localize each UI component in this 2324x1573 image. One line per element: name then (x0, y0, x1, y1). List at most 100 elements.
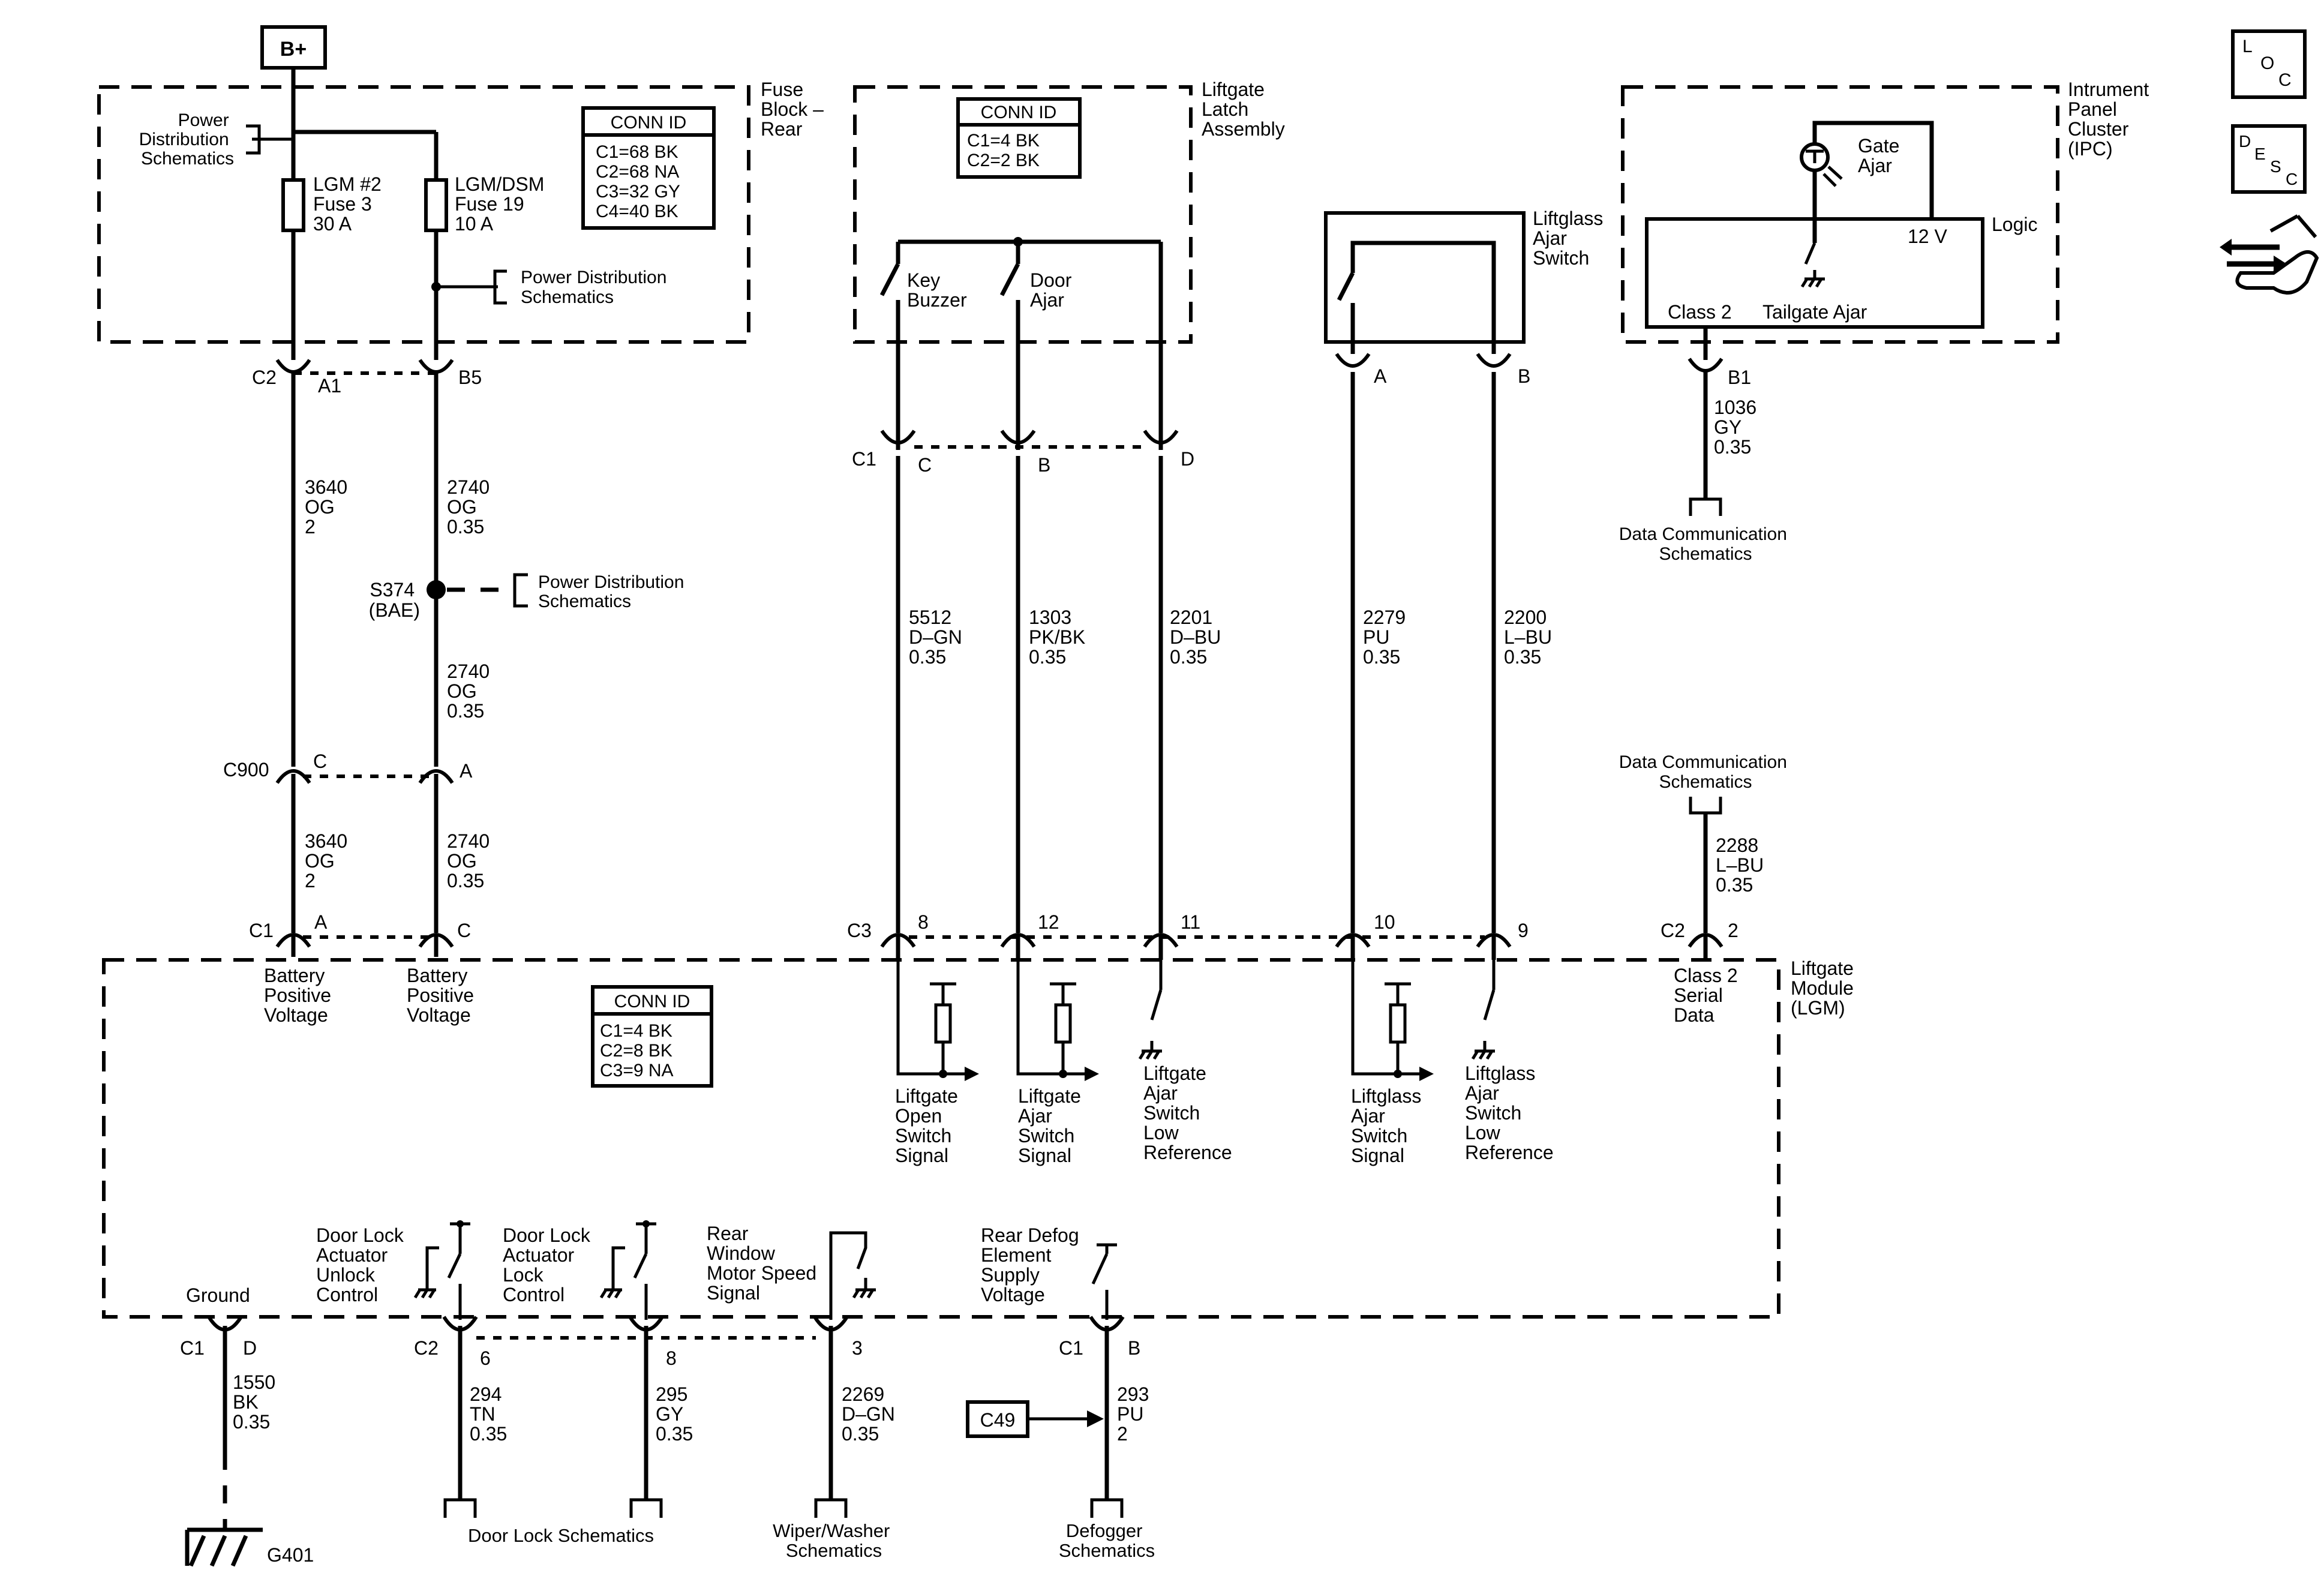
lgm-c1-label: C1 (249, 920, 274, 941)
ipc-title: Intrument Panel Cluster (IPC) (2068, 79, 2154, 160)
fuse-3-label: LGM #2 Fuse 3 30 A (313, 173, 387, 235)
latch-conn-id: CONN ID C1=4 BK C2=2 BK (956, 97, 1082, 179)
lgm-c2-label: C2 (1661, 920, 1685, 941)
svg-text:S: S (2270, 157, 2281, 176)
loc-icon[interactable]: L O C (2231, 29, 2307, 99)
c49-arrow-icon (1087, 1410, 1104, 1427)
wire-2201: 2201 D–BU 0.35 (1170, 607, 1226, 668)
ipc-12v-label: 12 V (1908, 226, 1947, 247)
defog-switch-symbol (1091, 1243, 1117, 1320)
wire-2740-a: 2740 OG 0.35 (447, 476, 495, 538)
fuse-block-rear: Fuse Block – Rear Power Distribution Sch… (97, 79, 824, 360)
wire-1550: 1550 BK 0.35 (233, 1371, 281, 1433)
svg-text:O: O (2260, 53, 2274, 73)
bplus-label: B+ (280, 38, 307, 61)
power-dist-right-label: Power Distribution Schematics (521, 268, 672, 307)
liftgate-ajar-signal-label: Liftgate Ajar Switch Signal (1018, 1085, 1086, 1166)
ground-label: Ground (186, 1284, 250, 1306)
wire-2740-b: 2740 OG 0.35 (447, 661, 495, 722)
liftgate-open-input (896, 960, 979, 1081)
upper-left-circuit: C2 A1 B5 3640 OG 2 2740 OG 0.35 S374 (BA… (223, 359, 689, 957)
conn-c2-label: C2 (252, 367, 277, 388)
c900-label: C900 (223, 759, 269, 781)
bplus-terminal: B+ (260, 25, 327, 87)
latch-title: Liftgate Latch Assembly (1202, 79, 1285, 140)
wire-3640-a: 3640 OG 2 (305, 476, 353, 538)
lgm-c3-pin-8: 8 (918, 911, 929, 933)
lgm-title: Liftgate Module (LGM) (1791, 957, 1859, 1019)
splice-power-dist-label: Power Distribution Schematics (538, 572, 689, 611)
lgm-c1-pin-a: A (314, 911, 328, 933)
splice-s374-dot (427, 580, 446, 599)
ipc-tailgate-label: Tailgate Ajar (1762, 301, 1867, 323)
desc-icon[interactable]: D E S C (2231, 124, 2307, 194)
latch-wires: 5512 D–GN 0.35 1303 PK/BK 0.35 2201 D–BU… (896, 372, 1552, 933)
svg-text:CONN ID: CONN ID (611, 113, 687, 133)
svg-text:C1=4 BK C2=2 BK: C1=4 BK C2=2 BK (967, 131, 1044, 170)
ipc-logic-label: Logic (1992, 214, 2038, 235)
svg-text:C1=68 BK C2=68 NA: C1=68 BK C2=68 NA C3=32 GY C4=40 BK (596, 142, 685, 221)
wire-3640-b: 3640 OG 2 (305, 830, 353, 891)
unlock-control-label: Door Lock Actuator Unlock Control (316, 1224, 409, 1305)
svg-text:C1=4 BK C2=8 BK: C1=4 BK C2=8 BK C3=9 NA (600, 1021, 677, 1080)
key-buzzer-switch (879, 263, 900, 296)
liftgate-open-signal-label: Liftgate Open Switch Signal (895, 1085, 963, 1166)
lgm-bottom-c1: C1 (180, 1337, 205, 1359)
c900-pin-a: A (460, 760, 473, 782)
lgm-c3-pin-12: 12 (1038, 911, 1059, 933)
latch-c1-label: C1 (852, 448, 876, 470)
liftglass-low-ref (1471, 960, 1496, 1060)
liftgate-module: Liftgate Module (LGM) CONN ID C1=4 BK C2… (102, 957, 1859, 1320)
latch-pin-b: B (1038, 454, 1050, 476)
g401-ground-icon (185, 1527, 263, 1567)
wiper-schematics-label: Wiper/Washer Schematics (773, 1520, 895, 1561)
lgm-bottom-c2: C2 (414, 1337, 439, 1359)
g401-label: G401 (267, 1544, 314, 1566)
wire-2288: 2288 L–BU 0.35 (1716, 834, 1769, 896)
ipc-datacomm-label: Data Communication Schematics (1619, 524, 1792, 564)
pin-b5-label: B5 (458, 367, 482, 388)
wire-294: 294 TN 0.35 (470, 1383, 507, 1445)
lgm-c2-pin-2: 2 (1728, 920, 1739, 941)
lgm-bottom-pin-b: B (1128, 1337, 1140, 1359)
c49-label: C49 (980, 1409, 1016, 1431)
liftglass-ajar-input (1351, 960, 1434, 1081)
defog-supply-label: Rear Defog Element Supply Voltage (981, 1224, 1085, 1305)
wire-5512: 5512 D–GN 0.35 (909, 607, 968, 668)
wire-295: 295 GY 0.35 (656, 1383, 693, 1445)
fuse-3-symbol (281, 178, 305, 232)
datacomm-mid-label: Data Communication Schematics (1619, 752, 1792, 792)
fuse-19-label: LGM/DSM Fuse 19 10 A (455, 173, 550, 235)
c900-pin-c: C (313, 751, 327, 772)
liftglass-pin-a: A (1374, 365, 1387, 387)
fuse-19-symbol (424, 178, 448, 232)
ipc-class2-label: Class 2 (1668, 301, 1732, 323)
key-buzzer-label: Key Buzzer (907, 269, 967, 311)
gate-ajar-label: Gate Ajar (1858, 135, 1905, 176)
fuse-block-conn-id: CONN ID C1=68 BK C2=68 NA C3=32 GY C4=40… (581, 106, 716, 230)
lgm-bottom-pin-d: D (243, 1337, 257, 1359)
svg-text:CONN ID: CONN ID (981, 103, 1057, 122)
wire-2269: 2269 D–GN 0.35 (842, 1383, 900, 1445)
wire-1036: 1036 GY 0.35 (1714, 397, 1762, 458)
lgm-bottom-pin-3: 3 (852, 1337, 863, 1359)
latch-pin-d: D (1181, 448, 1194, 470)
lgm-bottom-pin-8: 8 (666, 1347, 677, 1369)
svg-text:C: C (2278, 70, 2292, 90)
lgm-bottom-pin-6: 6 (480, 1347, 491, 1369)
lgm-top-connectors: C3 8 12 11 10 9 C2 2 (847, 911, 1739, 960)
battery-voltage-2: Battery Positive Voltage (407, 965, 479, 1026)
door-ajar-label: Door Ajar (1030, 269, 1077, 311)
defogger-schematics-label: Defogger Schematics (1059, 1520, 1155, 1561)
door-ajar-switch (999, 263, 1020, 296)
hand-arrows-icon[interactable] (2220, 214, 2319, 295)
tailgate-ground-icon (1800, 270, 1825, 288)
lgm-bottom-c1b: C1 (1059, 1337, 1083, 1359)
lgm-c3-pin-9: 9 (1518, 920, 1529, 941)
svg-text:CONN ID: CONN ID (614, 992, 690, 1011)
instrument-panel-cluster: Intrument Panel Cluster (IPC) Gate Ajar … (1619, 79, 2154, 564)
lock-relay-symbol (599, 1220, 656, 1320)
svg-text:C: C (2286, 170, 2298, 188)
liftglass-ajar-switch: Liftglass Ajar Switch A B (1324, 208, 1603, 387)
wire-2740-c: 2740 OG 0.35 (447, 830, 495, 891)
